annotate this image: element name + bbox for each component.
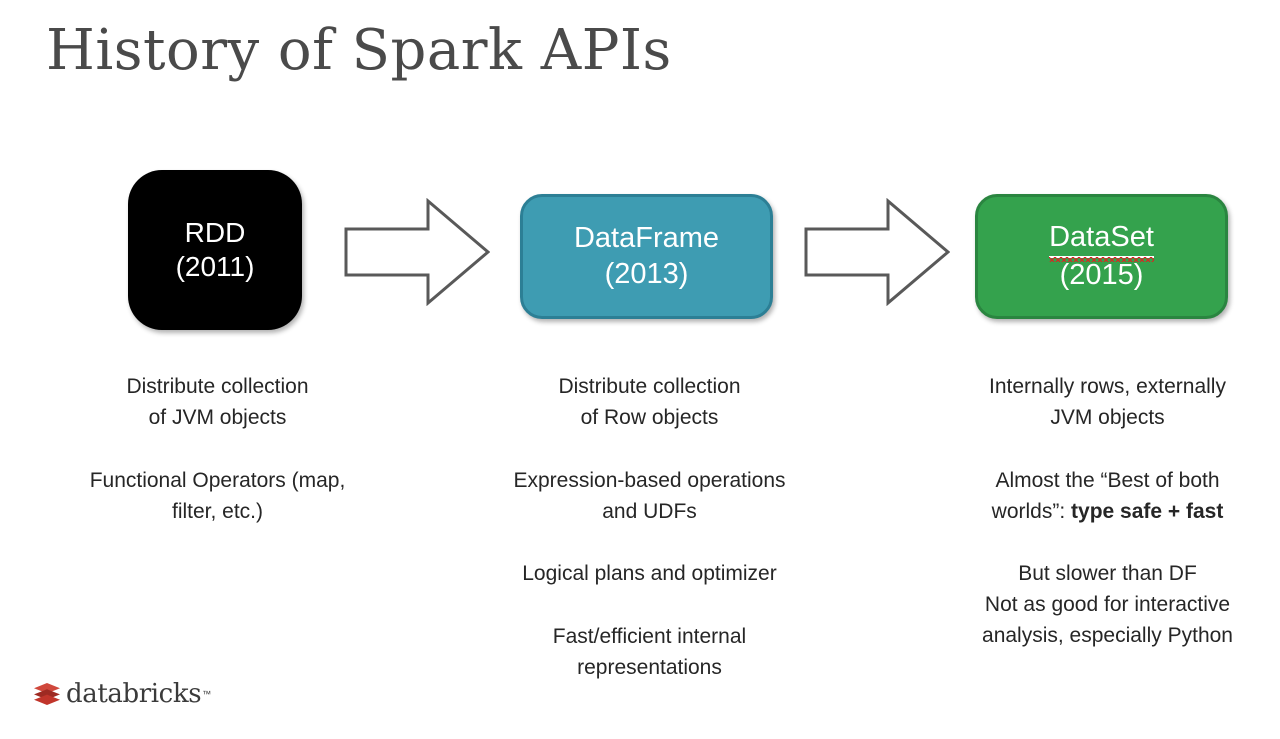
description-line: Distribute collection bbox=[558, 375, 741, 398]
description-paragraph: Distribute collection of JVM objects bbox=[45, 372, 390, 434]
description-line: Internally rows, externally bbox=[989, 375, 1226, 398]
page-title: History of Spark APIs bbox=[46, 18, 672, 83]
description-line: of JVM objects bbox=[148, 405, 287, 429]
stage-dataset-year: (2015) bbox=[1059, 259, 1144, 291]
description-line: filter, etc.) bbox=[171, 499, 264, 523]
description-line: Distribute collection bbox=[126, 375, 309, 398]
stage-rdd-year: (2011) bbox=[175, 251, 255, 282]
description-paragraph: Logical plans and optimizer bbox=[477, 559, 822, 590]
description-line: But slower than DF bbox=[1018, 562, 1197, 586]
description-column-rdd: Distribute collection of JVM objects Fun… bbox=[45, 372, 390, 527]
description-paragraph: Fast/efficient internal representations bbox=[477, 622, 822, 684]
flow-arrow-right-icon bbox=[804, 198, 950, 306]
description-paragraph: Almost the “Best of both worlds”: type s… bbox=[935, 466, 1280, 528]
description-line: analysis, especially Python bbox=[982, 624, 1233, 648]
description-line: representations bbox=[577, 656, 722, 680]
description-line: Fast/efficient internal bbox=[552, 625, 747, 649]
stage-box-dataset[interactable]: DataSet (2015) bbox=[975, 194, 1228, 319]
description-paragraph: Internally rows, externally JVM objects bbox=[935, 372, 1280, 434]
description-line: Almost the “Best of both bbox=[995, 468, 1220, 492]
description-paragraph: Expression-based operations and UDFs bbox=[477, 466, 822, 528]
stage-dataset-name: DataSet bbox=[1049, 220, 1154, 263]
description-line: of Row objects bbox=[580, 405, 719, 429]
description-paragraph: Distribute collection of Row objects bbox=[477, 372, 822, 434]
flow-arrow-right-icon bbox=[344, 198, 490, 306]
description-line: Expression-based operations bbox=[513, 468, 786, 492]
databricks-mark-icon bbox=[34, 683, 60, 705]
trademark-symbol: ™ bbox=[202, 689, 212, 699]
description-paragraph: Functional Operators (map, filter, etc.) bbox=[45, 466, 390, 528]
description-line-emphasis: type safe + fast bbox=[1071, 499, 1224, 523]
description-paragraph: But slower than DF Not as good for inter… bbox=[935, 559, 1280, 652]
spellcheck-underline: DataSet bbox=[1049, 220, 1154, 263]
description-column-dataframe: Distribute collection of Row objects Exp… bbox=[477, 372, 822, 684]
stage-rdd-name: RDD bbox=[184, 216, 246, 248]
description-line: worlds”: bbox=[991, 499, 1072, 523]
databricks-logo: databricks ™ bbox=[32, 681, 211, 707]
description-column-dataset: Internally rows, externally JVM objects … bbox=[935, 372, 1280, 652]
stage-box-dataframe[interactable]: DataFrame (2013) bbox=[520, 194, 773, 319]
description-line: and UDFs bbox=[602, 499, 697, 523]
description-line: Not as good for interactive bbox=[984, 593, 1231, 617]
description-line: JVM objects bbox=[1050, 405, 1165, 429]
stage-box-rdd[interactable]: RDD (2011) bbox=[128, 170, 302, 330]
stage-dataframe-year: (2013) bbox=[604, 257, 689, 290]
databricks-wordmark: databricks bbox=[66, 679, 202, 709]
description-line: Functional Operators (map, bbox=[89, 468, 346, 492]
stage-dataframe-name: DataFrame bbox=[573, 222, 720, 255]
description-line: Logical plans and optimizer bbox=[522, 562, 777, 586]
